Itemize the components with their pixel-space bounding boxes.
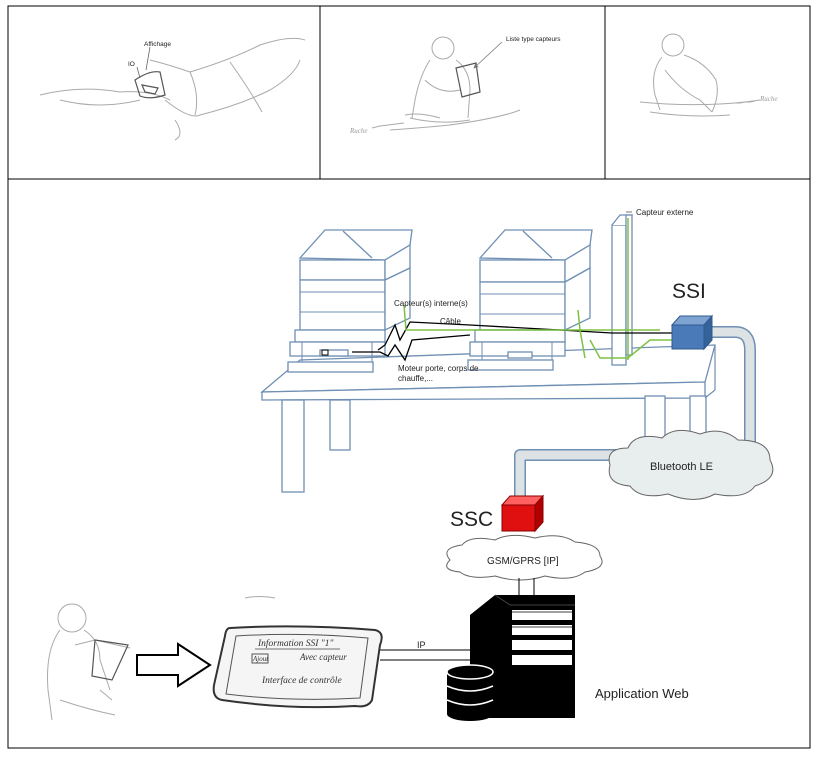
ssc-label: SSC <box>450 508 493 531</box>
beehive-2 <box>467 229 593 371</box>
capteur-externe-label: Capteur externe <box>636 208 694 217</box>
server-icon <box>470 594 575 718</box>
tablet-line-1: Information SSI "1" <box>257 638 335 649</box>
app-web-label: Application Web <box>595 686 689 701</box>
outer-frame <box>7 5 811 749</box>
affichage-label: Affichage <box>144 41 171 48</box>
gsm-label: GSM/GPRS [IP] <box>487 556 559 567</box>
ip-label: IP <box>417 640 426 650</box>
ssi-box <box>670 314 714 351</box>
tablet-line-3: Interface de contrôle <box>261 675 342 686</box>
bluetooth-cloud <box>608 429 774 500</box>
beehive-1 <box>287 229 413 373</box>
tablet-line-2a: Ajout <box>252 655 269 663</box>
external-sensor-pole <box>611 211 634 366</box>
moteur-label-1: Moteur porte, corps de <box>398 364 479 373</box>
gsm-cloud <box>446 534 603 581</box>
ssc-box <box>500 494 545 533</box>
tablet-sketch: Information SSI "1" Ajout Avec capteur I… <box>212 596 383 709</box>
sketch-panel-1: Affichage IO <box>39 37 306 141</box>
io-label: IO <box>128 61 135 68</box>
user-sketch <box>47 603 131 721</box>
database-icon <box>446 664 494 721</box>
io-pointer <box>136 66 141 79</box>
bluetooth-label: Bluetooth LE <box>650 461 713 473</box>
cables <box>321 304 675 362</box>
ssi-label: SSI <box>672 280 706 303</box>
liste-capteurs-label: Liste type capteurs <box>506 36 561 43</box>
ruche-label-2: Ruche <box>349 127 368 135</box>
ruche-label-3: Ruche <box>759 95 778 103</box>
moteur-label-2: chauffe,... <box>398 374 433 383</box>
capteurs-internes-label: Capteur(s) interne(s) <box>394 299 468 308</box>
tablet-line-2b: Avec capteur <box>299 652 347 662</box>
liste-pointer <box>473 41 503 69</box>
cable-label: Câble <box>440 317 461 326</box>
sketch-panel-2: Liste type capteurs Ruche <box>349 36 561 135</box>
sketch-panel-3: Ruche <box>639 33 778 117</box>
affichage-pointer <box>145 46 151 71</box>
arrow-icon <box>136 642 212 688</box>
